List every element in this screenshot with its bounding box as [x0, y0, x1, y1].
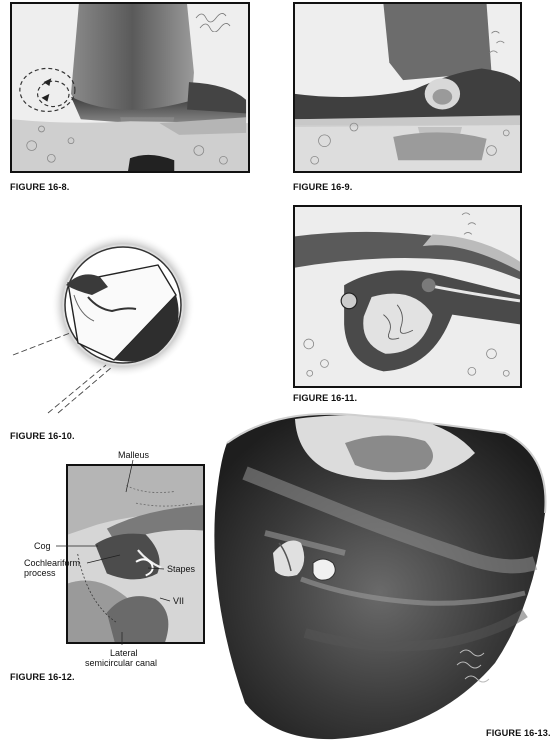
figure-16-8-caption: FIGURE 16-8. [10, 182, 70, 192]
label-cog: Cog [34, 541, 51, 551]
figure-16-11-caption: FIGURE 16-11. [293, 393, 358, 403]
figure-16-13-caption: FIGURE 16-13. [486, 728, 551, 738]
label-lateral-line1: Lateral [110, 648, 138, 658]
figure-16-8-illustration [10, 2, 250, 173]
label-cochleariform-line2: process [24, 568, 56, 578]
figure-16-13-illustration [205, 403, 557, 747]
figure-16-12-caption: FIGURE 16-12. [10, 672, 75, 682]
figure-16-10-caption: FIGURE 16-10. [10, 431, 75, 441]
figure-16-10-illustration [8, 225, 208, 415]
label-vii: VII [173, 596, 185, 606]
figure-16-11-illustration [293, 205, 522, 388]
figure-16-9-illustration [293, 2, 522, 173]
label-lateral-line2: semicircular canal [85, 658, 158, 668]
label-malleus: Malleus [118, 450, 150, 460]
label-stapes: Stapes [167, 564, 196, 574]
figure-16-12-illustration [66, 464, 205, 644]
figure-16-9-caption: FIGURE 16-9. [293, 182, 353, 192]
artist-signature [194, 10, 234, 32]
label-cochleariform-line1: Cochleariform [24, 558, 81, 568]
